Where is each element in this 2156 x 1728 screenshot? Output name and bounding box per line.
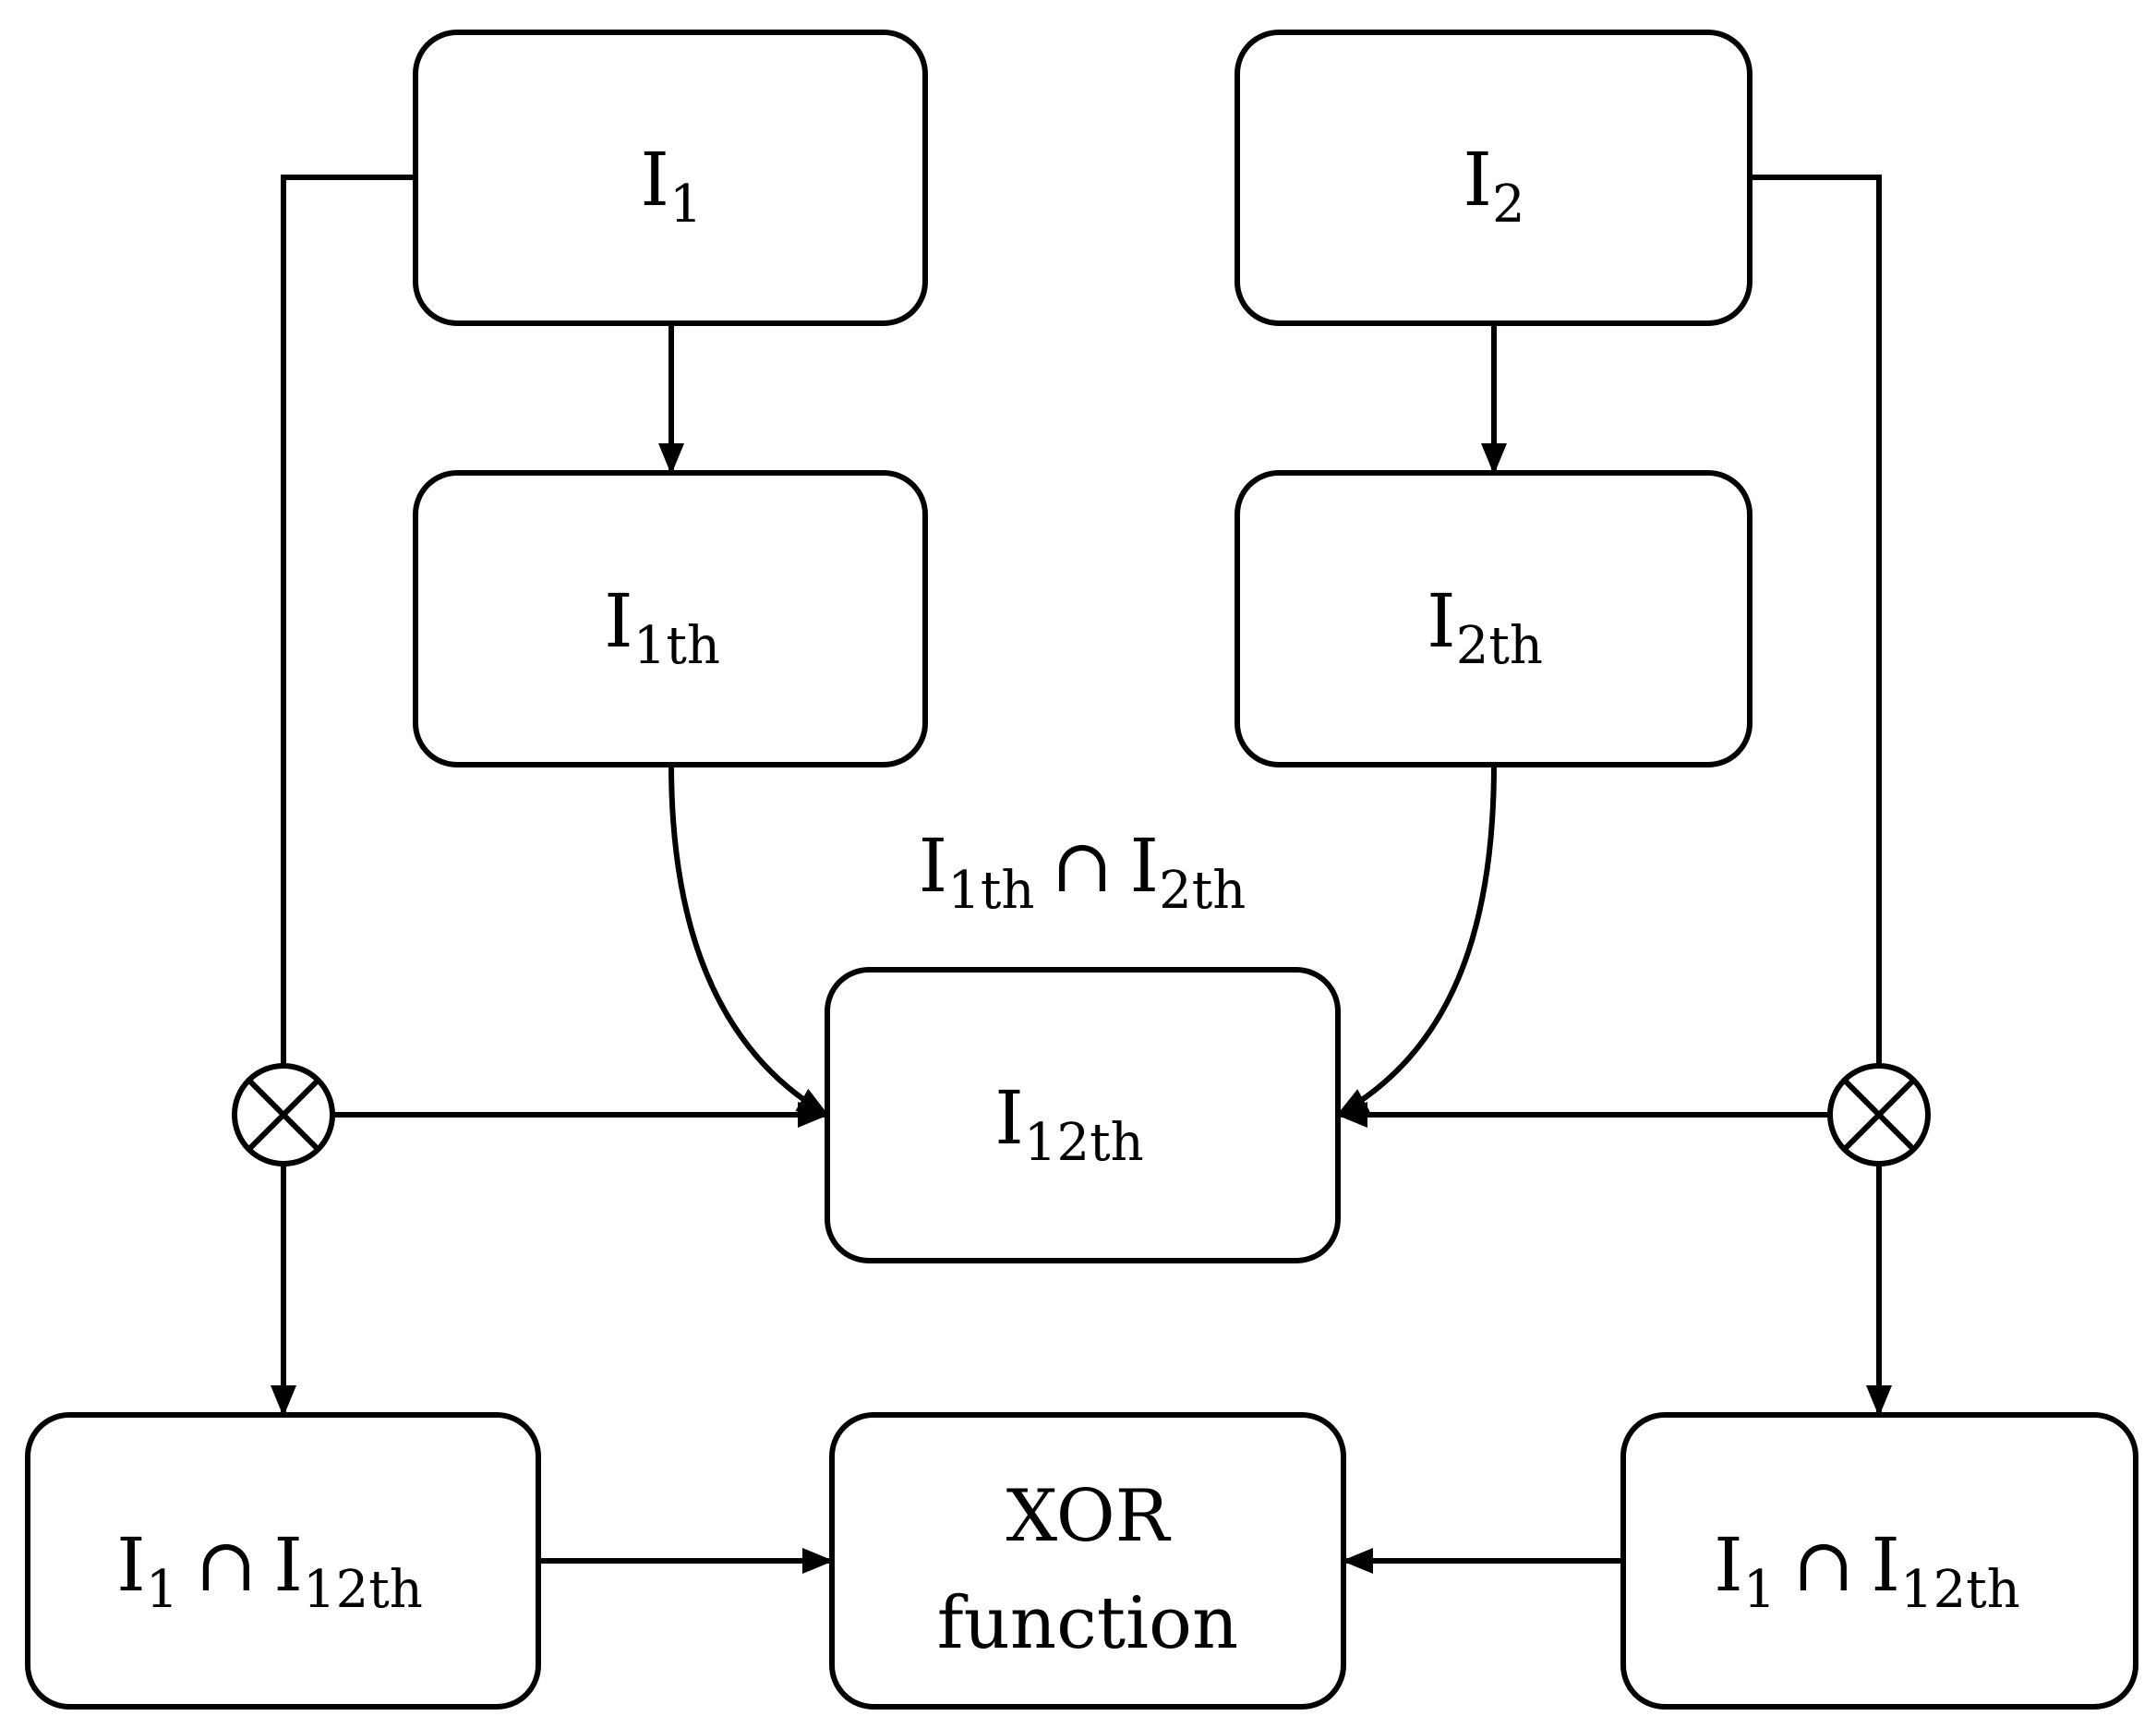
intersect-b-sub: 2th bbox=[1159, 861, 1246, 921]
node-i1th-base: I bbox=[604, 578, 633, 664]
svg-text:I1∩I12th: I1∩I12th bbox=[1714, 1522, 2020, 1620]
edge-i1th-to-i12th bbox=[668, 764, 829, 1118]
svg-text:I12th: I12th bbox=[994, 1075, 1143, 1173]
node-i1th: I1th bbox=[413, 470, 928, 767]
svg-text:I1: I1 bbox=[640, 137, 702, 235]
node-i1-base: I bbox=[640, 137, 669, 223]
left-out-op: ∩ bbox=[195, 1522, 257, 1608]
svg-text:I1∩I12th: I1∩I12th bbox=[116, 1522, 423, 1620]
node-i2th-sub: 2th bbox=[1456, 616, 1543, 676]
node-i1-sub: 1 bbox=[669, 175, 703, 235]
node-left-output: I1∩I12th bbox=[25, 1412, 541, 1710]
right-out-b-base: I bbox=[1871, 1522, 1900, 1608]
node-i2th: I2th bbox=[1235, 470, 1753, 767]
intersect-a-base: I bbox=[919, 823, 948, 909]
node-i2-base: I bbox=[1463, 137, 1492, 223]
node-i12th-sub: 12th bbox=[1024, 1113, 1144, 1173]
edge-i2th-to-i12th bbox=[1336, 764, 1497, 1118]
right-multiplier-icon bbox=[1827, 1063, 1931, 1166]
node-xor-function: XOR function bbox=[829, 1412, 1346, 1710]
node-i12th-base: I bbox=[994, 1075, 1024, 1161]
xor-line1: XOR bbox=[1006, 1475, 1172, 1558]
right-out-op: ∩ bbox=[1792, 1522, 1854, 1608]
node-i12th: I12th bbox=[825, 967, 1341, 1263]
intersect-b-base: I bbox=[1130, 823, 1160, 909]
node-i2: I2 bbox=[1235, 30, 1753, 326]
left-multiplier-icon bbox=[232, 1063, 335, 1166]
right-out-a-sub: 1 bbox=[1743, 1560, 1777, 1620]
label-i1th-intersect-i2th: I1th∩I2th bbox=[919, 823, 1247, 921]
intersect-op: ∩ bbox=[1051, 823, 1113, 909]
xor-line2: function bbox=[937, 1582, 1239, 1665]
edge-i2-to-right-multiplier bbox=[1750, 175, 1882, 1066]
svg-text:I2: I2 bbox=[1463, 137, 1524, 235]
node-i2-sub: 2 bbox=[1492, 175, 1525, 235]
svg-text:I1th: I1th bbox=[604, 578, 720, 676]
node-i1th-sub: 1th bbox=[633, 616, 720, 676]
svg-text:I2th: I2th bbox=[1427, 578, 1543, 676]
node-i1: I1 bbox=[413, 30, 928, 326]
left-out-a-sub: 1 bbox=[146, 1560, 179, 1620]
edge-i1-to-left-multiplier bbox=[281, 175, 416, 1066]
node-i2th-base: I bbox=[1427, 578, 1456, 664]
left-out-b-sub: 12th bbox=[303, 1560, 423, 1620]
right-out-b-sub: 12th bbox=[1900, 1560, 2020, 1620]
node-right-output: I1∩I12th bbox=[1620, 1412, 2138, 1710]
left-out-a-base: I bbox=[116, 1522, 146, 1608]
intersect-a-sub: 1th bbox=[947, 861, 1034, 921]
left-out-b-base: I bbox=[273, 1522, 303, 1608]
right-out-a-base: I bbox=[1714, 1522, 1743, 1608]
